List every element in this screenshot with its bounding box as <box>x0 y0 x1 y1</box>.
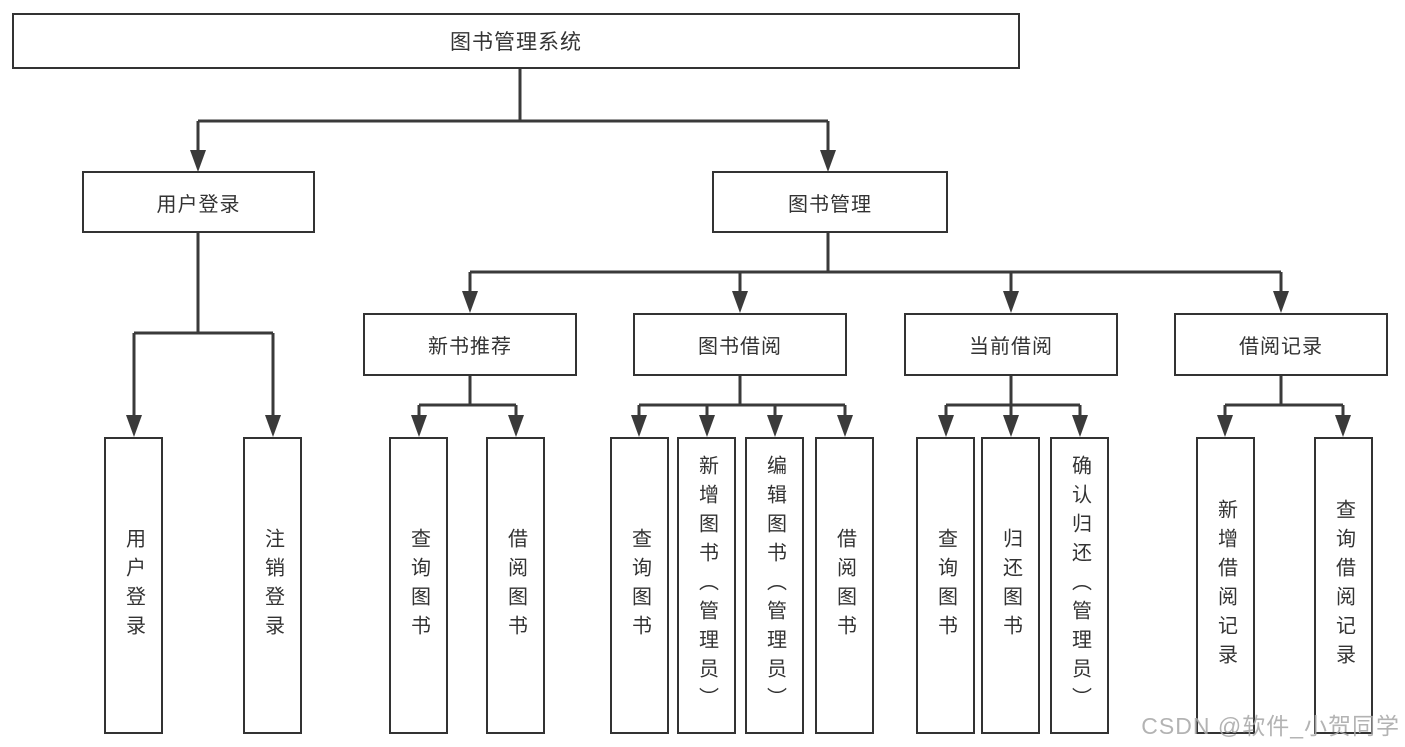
leaf-label: 查询图书 <box>628 527 651 644</box>
leaf-query-books-current: 查询图书 <box>916 437 975 734</box>
wire-user-login-group <box>132 233 275 419</box>
node-borrow-records: 借阅记录 <box>1174 313 1388 376</box>
wire-book-borrow-group <box>637 376 847 419</box>
leaf-borrow-books-recommend: 借阅图书 <box>486 437 545 734</box>
leaf-label: 归还图书 <box>999 527 1022 644</box>
leaf-edit-books-admin: 编辑图书（管理员） <box>745 437 804 734</box>
leaf-label: 查询图书 <box>407 527 430 644</box>
leaf-label: 借阅图书 <box>504 527 527 644</box>
wire-borrow-records-group <box>1223 376 1345 419</box>
leaf-logout: 注销登录 <box>243 437 302 734</box>
node-user-login: 用户登录 <box>82 171 315 233</box>
leaf-borrow-books: 借阅图书 <box>815 437 874 734</box>
leaf-label: 确认归还（管理员） <box>1068 455 1091 716</box>
leaf-add-books-admin: 新增图书（管理员） <box>677 437 736 734</box>
node-new-book-recommend: 新书推荐 <box>363 313 577 376</box>
csdn-watermark: CSDN @软件_小贺同学 <box>1141 713 1400 739</box>
leaf-query-borrow-record: 查询借阅记录 <box>1314 437 1373 734</box>
leaf-add-borrow-record: 新增借阅记录 <box>1196 437 1255 734</box>
leaf-query-books-recommend: 查询图书 <box>389 437 448 734</box>
wire-root-to-level2 <box>196 68 830 153</box>
leaf-label: 用户登录 <box>122 527 145 644</box>
node-book-borrow: 图书借阅 <box>633 313 847 376</box>
leaf-confirm-return-admin: 确认归还（管理员） <box>1050 437 1109 734</box>
node-current-borrow: 当前借阅 <box>904 313 1118 376</box>
leaf-label: 注销登录 <box>261 527 284 644</box>
leaf-label: 新增图书（管理员） <box>695 455 718 716</box>
leaf-query-books-borrow: 查询图书 <box>610 437 669 734</box>
node-book-management: 图书管理 <box>712 171 948 233</box>
wire-current-borrow-group <box>944 376 1082 419</box>
leaf-return-books: 归还图书 <box>981 437 1040 734</box>
leaf-user-login: 用户登录 <box>104 437 163 734</box>
leaf-label: 新增借阅记录 <box>1214 498 1237 673</box>
leaf-label: 查询图书 <box>934 527 957 644</box>
leaf-label: 借阅图书 <box>833 527 856 644</box>
wire-book-mgmt-group <box>468 233 1283 295</box>
leaf-label: 查询借阅记录 <box>1332 498 1355 673</box>
wire-new-book-group <box>417 376 518 419</box>
leaf-label: 编辑图书（管理员） <box>763 455 786 716</box>
node-library-management-system: 图书管理系统 <box>12 13 1020 69</box>
